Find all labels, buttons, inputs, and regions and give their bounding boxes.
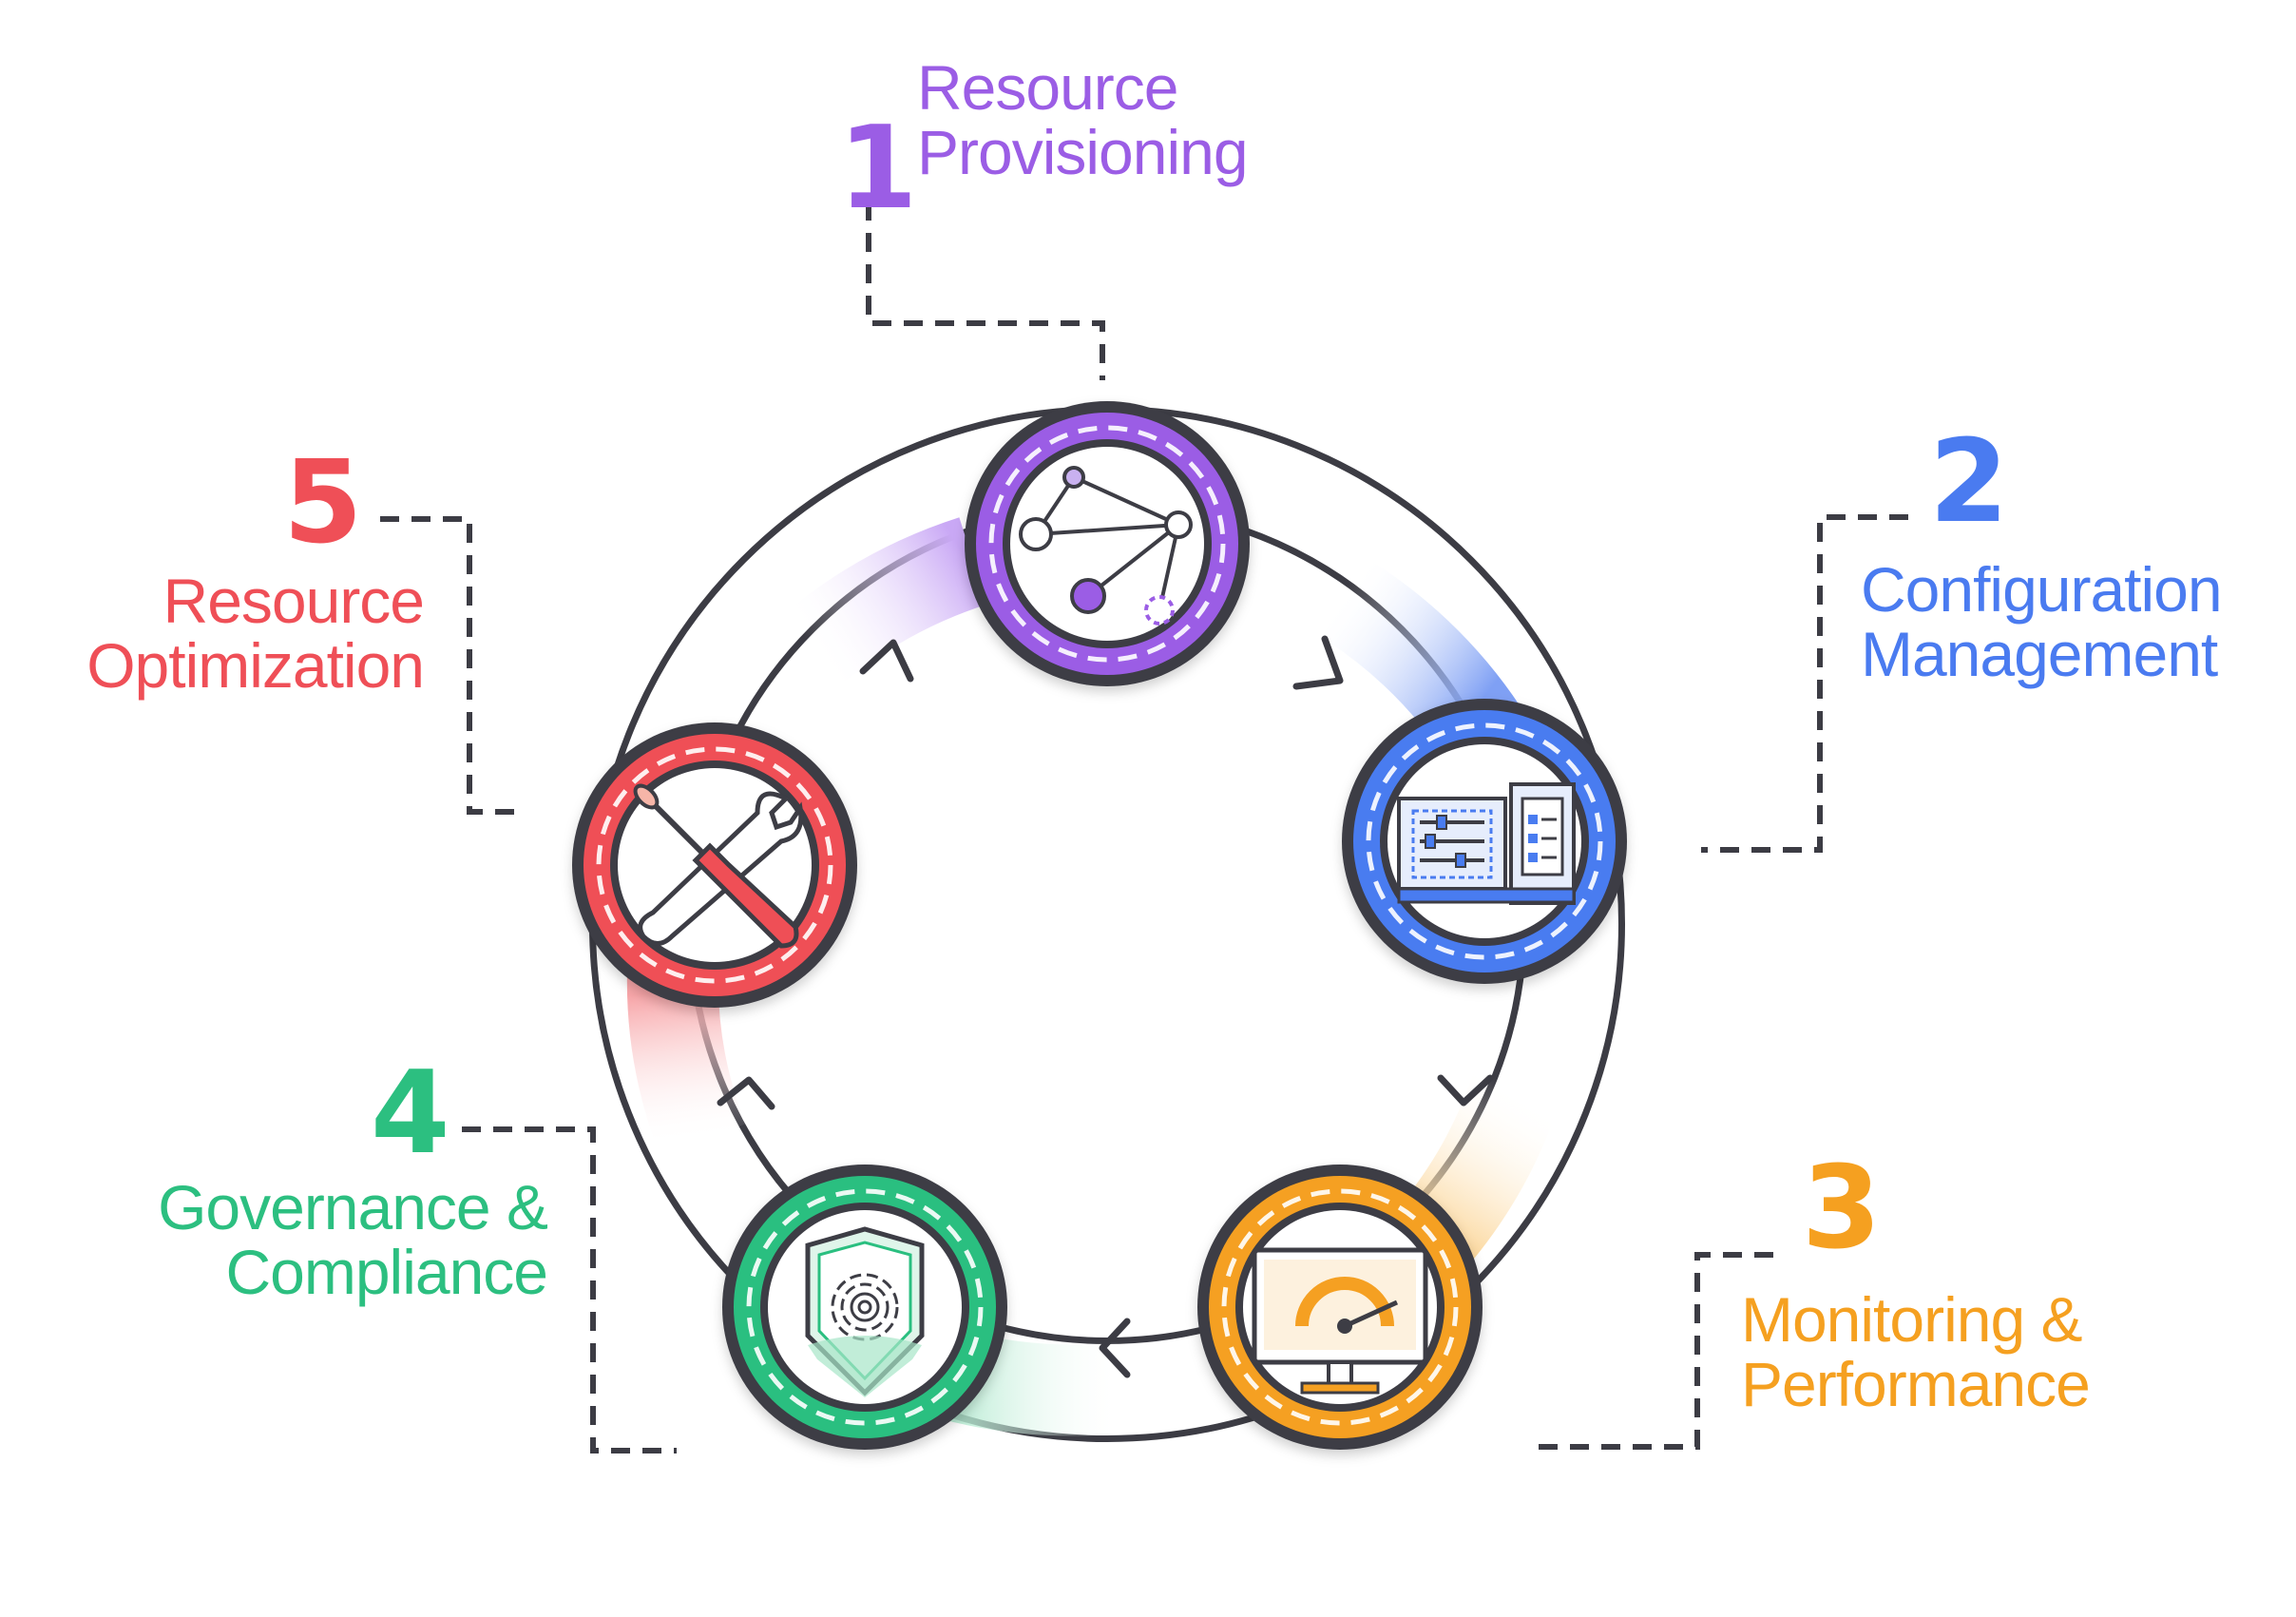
step-3-label-line2: Performance [1741, 1349, 2091, 1419]
arrow-3-to-4 [1099, 1318, 1131, 1378]
arrow-5-to-1 [859, 639, 914, 683]
step-1-label: Resource Provisioning [917, 52, 1249, 187]
leader-line-1 [866, 202, 1105, 380]
step-2-number: 2 [1929, 416, 2009, 549]
step-3-number: 3 [1802, 1143, 1882, 1275]
step-4-badge [722, 1165, 1007, 1450]
step-3-label: Monitoring & Performance [1741, 1284, 2091, 1419]
step-5-number: 5 [283, 437, 363, 569]
step-5-badge [572, 722, 857, 1008]
step-5-label-line1: Resource [163, 566, 425, 636]
step-4-label-line1: Governance & [158, 1172, 548, 1242]
step-2-label-line1: Configuration [1861, 554, 2223, 625]
step-3-label-line1: Monitoring & [1741, 1284, 2083, 1355]
step-1-badge [965, 401, 1250, 686]
arrow-4-to-5 [717, 1076, 775, 1110]
step-2-label: Configuration Management [1861, 554, 2223, 689]
shield-icon [805, 1226, 925, 1397]
step-5-label: Resource Optimization [86, 566, 425, 701]
step-5-label-line2: Optimization [86, 630, 425, 701]
ring-gradient-purple [715, 517, 988, 742]
tools-icon [633, 783, 804, 949]
monitor-gauge-icon [1252, 1247, 1428, 1395]
settings-panel-icon [1397, 782, 1576, 905]
arrow-1-to-2 [1292, 635, 1344, 690]
direction-arrows [717, 635, 1494, 1378]
network-nodes-icon [1019, 466, 1193, 626]
step-1-label-line1: Resource [917, 52, 1178, 123]
arrow-2-to-3 [1437, 1074, 1494, 1107]
leader-line-4 [462, 1126, 677, 1453]
step-2-badge [1342, 699, 1627, 984]
leader-line-2 [1701, 514, 1908, 853]
leader-line-5 [380, 516, 525, 815]
leader-line-3 [1530, 1252, 1773, 1450]
step-4-label: Governance & Compliance [158, 1172, 548, 1307]
step-1-label-line2: Provisioning [917, 117, 1249, 187]
step-1-number: 1 [838, 103, 918, 235]
step-4-number: 4 [371, 1048, 450, 1180]
step-4-label-line2: Compliance [225, 1237, 548, 1307]
step-2-label-line2: Management [1861, 619, 2218, 689]
step-3-badge [1197, 1165, 1483, 1450]
leader-lines [380, 202, 1908, 1453]
